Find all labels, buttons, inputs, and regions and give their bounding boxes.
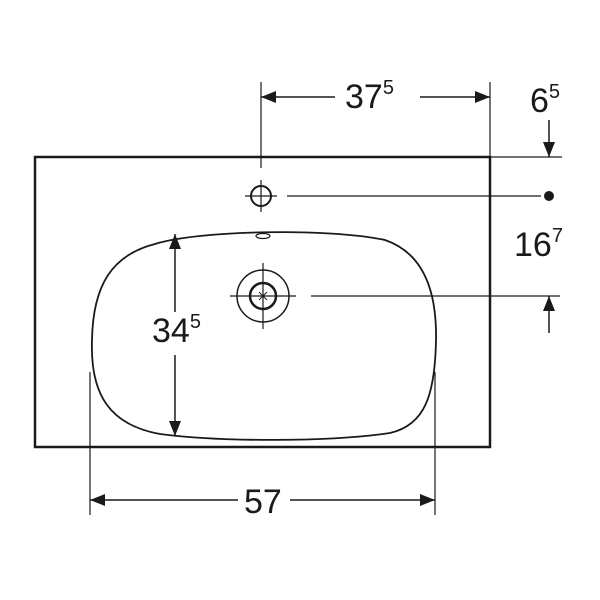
dim-top-offset-fraction: 5 bbox=[549, 81, 560, 103]
bowl-outline bbox=[91, 231, 437, 441]
svg-text:167: 167 bbox=[514, 225, 563, 264]
basin-outline bbox=[33, 155, 492, 449]
dim-bowl-width-value: 57 bbox=[244, 483, 282, 521]
dim-tap-to-drain-value: 16 bbox=[514, 226, 552, 264]
drain bbox=[230, 263, 296, 329]
dimension-top-offset: 65 bbox=[490, 81, 562, 158]
dim-top-offset-value: 6 bbox=[530, 82, 549, 120]
svg-text:375: 375 bbox=[345, 77, 394, 116]
dimension-tap-to-drain: 167 bbox=[287, 191, 563, 333]
dim-tap-to-drain-fraction: 7 bbox=[552, 225, 563, 247]
dim-tap-offset-fraction: 5 bbox=[383, 77, 394, 99]
dim-tap-offset-value: 37 bbox=[345, 78, 383, 116]
svg-text:57: 57 bbox=[244, 483, 282, 521]
dim-bowl-depth-fraction: 5 bbox=[190, 311, 201, 333]
dim-bowl-depth-value: 34 bbox=[152, 312, 190, 350]
dimension-bowl-width: 57 bbox=[89, 372, 436, 521]
dimension-bowl-depth: 345 bbox=[152, 234, 201, 436]
svg-text:345: 345 bbox=[152, 311, 201, 350]
tap-hole bbox=[245, 180, 277, 212]
dimension-tap-offset: 375 bbox=[260, 77, 491, 168]
overflow-slot bbox=[255, 232, 271, 240]
svg-text:65: 65 bbox=[530, 81, 560, 120]
